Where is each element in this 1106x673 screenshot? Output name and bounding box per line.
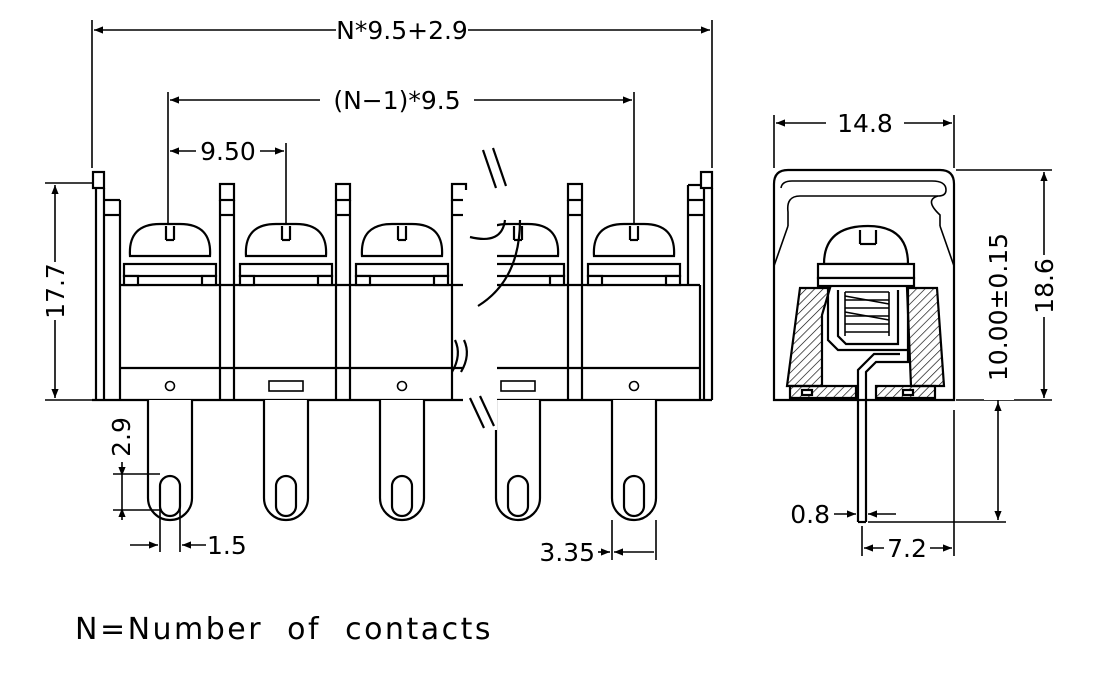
dim-pin-length-label: 10.00±0.15 <box>984 233 1013 381</box>
dim-height-side: 18.6 <box>956 169 1060 401</box>
contact-mark-circle <box>396 380 408 392</box>
solder-pin <box>494 400 542 522</box>
dim-tab-width-label: 3.35 <box>539 538 595 567</box>
dim-width-side-label: 14.8 <box>837 109 893 138</box>
dim-overall-length-label: N*9.5+2.9 <box>336 16 468 45</box>
side-view: 14.8 18.6 10.00±0.15 0.8 7.2 <box>772 109 1060 563</box>
barrier <box>566 182 584 400</box>
pin-hole <box>506 474 530 518</box>
dim-pitch: 9.50 <box>170 137 287 225</box>
screw-thread <box>844 291 890 336</box>
dim-pin-length: 10.00±0.15 <box>868 220 1014 523</box>
solder-pins <box>146 400 658 522</box>
dim-pin-offset: 2.9 <box>107 417 160 520</box>
screw-head <box>586 222 682 287</box>
pin-hole <box>274 474 298 518</box>
screw-head <box>122 222 218 287</box>
barrier <box>218 182 236 400</box>
dim-overall-length: N*9.5+2.9 <box>91 16 713 168</box>
dim-pitch-label: 9.50 <box>200 137 256 166</box>
dim-pitch-span: (N−1)*9.5 <box>167 86 635 225</box>
solder-pin <box>262 400 310 522</box>
dim-pin-thickness-label: 0.8 <box>790 500 830 529</box>
dim-pin-thickness: 0.8 <box>790 500 896 529</box>
contact-mark-slot <box>500 380 536 392</box>
dim-pin-offset-side: 7.2 <box>861 410 955 563</box>
pin-hole <box>390 474 414 518</box>
side-housing <box>772 168 956 402</box>
solder-pin <box>610 400 658 522</box>
pin-hole <box>158 474 182 518</box>
dim-height-front-label: 17.7 <box>41 263 70 319</box>
contact-mark-circle <box>164 380 176 392</box>
contact-mark-circle <box>628 380 640 392</box>
dim-slot-width-label: 1.5 <box>207 531 247 560</box>
front-view: N*9.5+2.9 (N−1)*9.5 9.50 17.7 <box>40 16 714 567</box>
note-number-of-contacts: N=Number of contacts <box>75 612 493 647</box>
dim-slot-width: 1.5 <box>130 486 247 560</box>
dim-width-side: 14.8 <box>773 109 955 168</box>
contact-mark-slot <box>268 380 304 392</box>
dim-height-side-label: 18.6 <box>1030 258 1059 314</box>
end-posts <box>91 170 714 400</box>
contact-marks <box>164 380 640 392</box>
break-marks <box>451 147 522 430</box>
screw-head <box>354 222 450 287</box>
pin-hole <box>622 474 646 518</box>
dim-pin-offset-side-label: 7.2 <box>887 534 927 563</box>
dim-pin-offset-label: 2.9 <box>107 417 136 457</box>
solder-pin <box>378 400 426 522</box>
barriers <box>218 182 584 400</box>
barrier <box>334 182 352 400</box>
dim-pitch-span-label: (N−1)*9.5 <box>333 86 460 115</box>
housing-body <box>92 283 712 402</box>
side-screw <box>816 224 916 524</box>
dim-tab-width: 3.35 <box>539 520 657 567</box>
dim-height-front: 17.7 <box>40 182 92 401</box>
solder-pin <box>146 400 194 522</box>
screw-head <box>238 222 334 287</box>
screws <box>122 222 682 287</box>
